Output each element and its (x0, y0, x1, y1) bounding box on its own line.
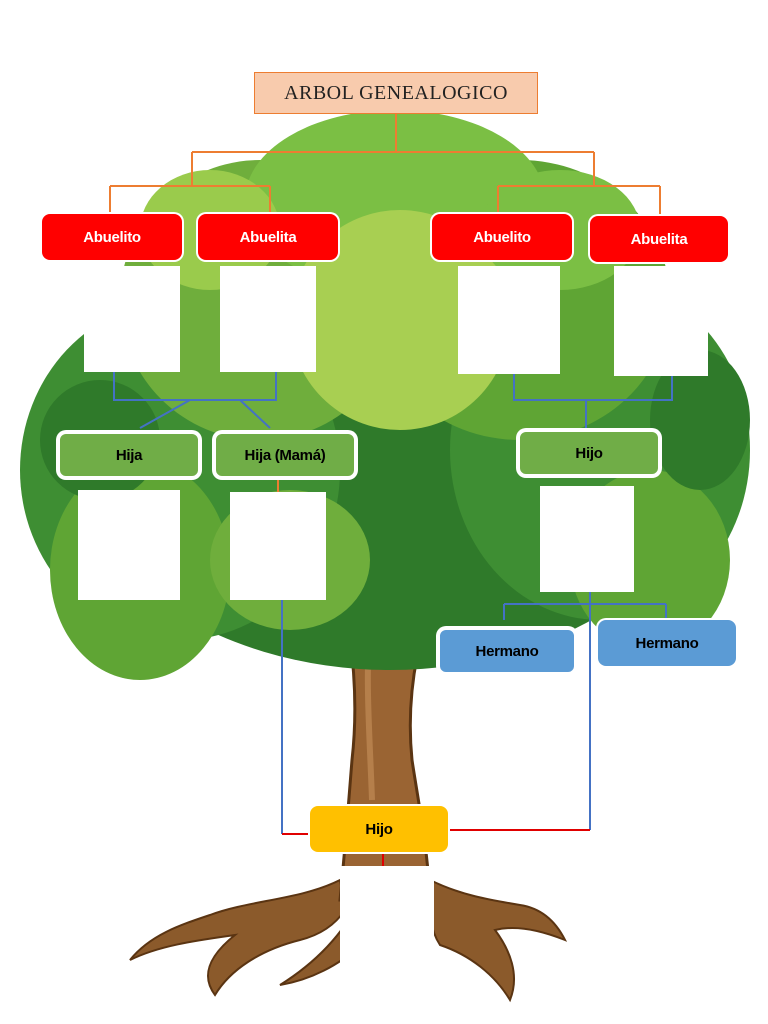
sibling-label: Hermano (635, 634, 699, 652)
parent-box: Hija (Mamá) (214, 432, 356, 478)
sibling-box: Hermano (598, 620, 736, 666)
grandparent-connectors (109, 114, 661, 214)
parent-connectors (113, 372, 673, 834)
child-box: Hijo (310, 806, 448, 852)
grandparent-box: Abuelito (42, 214, 182, 260)
photo-placeholder (614, 266, 708, 376)
grandparent-label: Abuelita (239, 228, 297, 246)
photo-placeholder (84, 266, 180, 372)
photo-placeholder (230, 492, 326, 600)
grandparent-box: Abuelita (198, 214, 338, 260)
grandparent-label: Abuelito (83, 228, 141, 246)
grandparent-label: Abuelita (630, 230, 688, 248)
grandparent-box: Abuelito (432, 214, 572, 260)
parent-box: Hija (58, 432, 200, 478)
grandparent-box: Abuelita (590, 216, 728, 262)
sibling-label: Hermano (475, 642, 539, 660)
parent-label: Hija (115, 446, 143, 464)
parent-label: Hija (Mamá) (244, 446, 326, 464)
page-title: ARBOL GENEALOGICO (254, 72, 538, 114)
child-label: Hijo (365, 820, 393, 838)
photo-placeholder (540, 486, 634, 592)
sibling-box: Hermano (438, 628, 576, 674)
parent-label: Hijo (575, 444, 603, 462)
grandparent-label: Abuelito (473, 228, 531, 246)
photo-placeholder (220, 266, 316, 372)
photo-placeholder (78, 490, 180, 600)
photo-placeholder (340, 866, 434, 976)
photo-placeholder (458, 266, 560, 374)
parent-box: Hijo (518, 430, 660, 476)
